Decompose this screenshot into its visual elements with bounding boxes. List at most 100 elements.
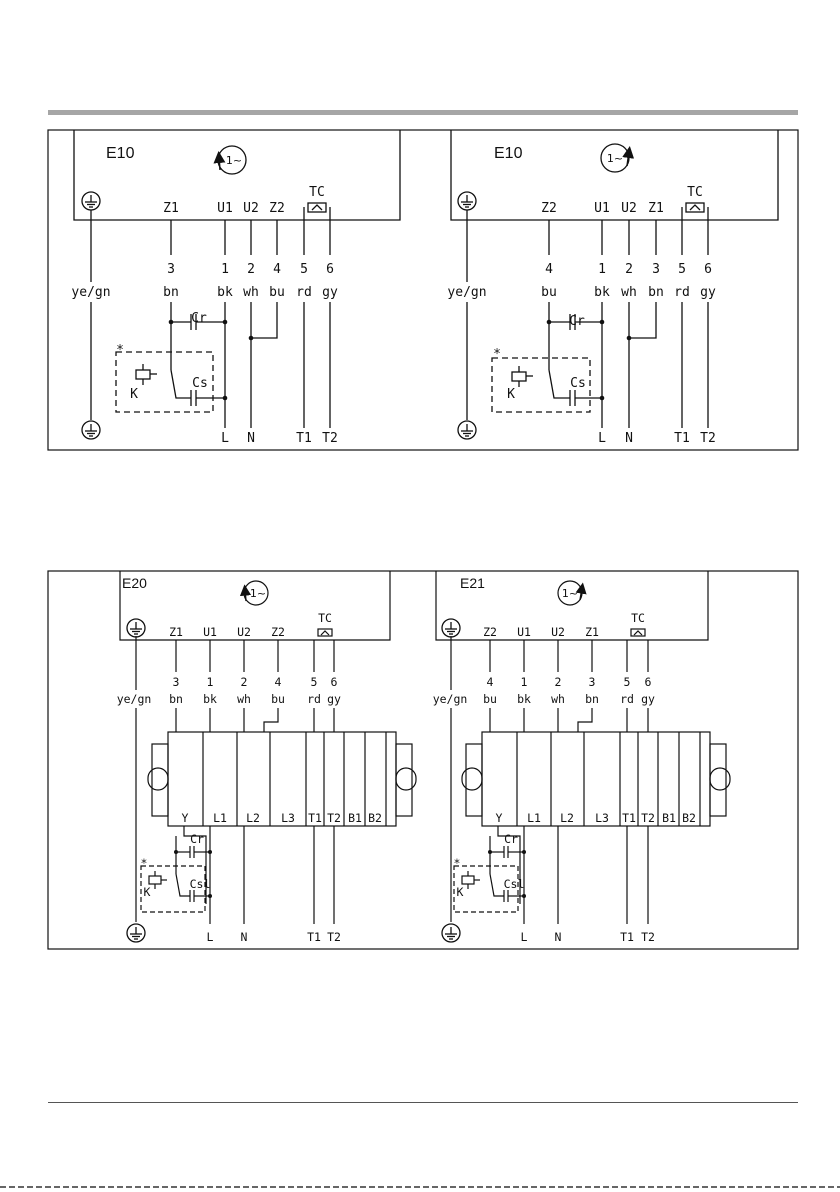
- p2-right-dots: [488, 850, 526, 898]
- p1l-n1: 1: [221, 262, 229, 277]
- p1l-n2: 2: [247, 262, 255, 277]
- p1r-b3: T2: [700, 431, 716, 446]
- p2-left-motor-label: 1~: [250, 587, 266, 600]
- p2r-w1: bu: [483, 692, 497, 706]
- p2-left-earth-top: [126, 618, 146, 638]
- p1l-t4: TC: [309, 185, 325, 200]
- p2-left-dots: [174, 850, 212, 898]
- p2l-blk7: B2: [368, 811, 382, 825]
- p1r-w0: ye/gn: [447, 285, 486, 300]
- p2r-csi: Csl: [504, 877, 525, 891]
- p2l-blk4: T1: [308, 811, 322, 825]
- p1l-cs: Cs: [192, 376, 208, 391]
- p2l-csi: Csl: [190, 877, 211, 891]
- p2l-w4: bu: [271, 692, 285, 706]
- p1r-b2: T1: [674, 431, 690, 446]
- p2l-blk1: L1: [213, 811, 227, 825]
- p2r-blk2: L2: [560, 811, 574, 825]
- p2-right-rotation-icon: [575, 582, 587, 601]
- p2l-b0: L: [207, 930, 214, 944]
- p1r-t0: Z2: [541, 201, 557, 216]
- p2l-w5: rd: [307, 692, 321, 706]
- p2l-n1: 1: [207, 675, 214, 689]
- p1r-n2: 2: [625, 262, 633, 277]
- p1l-b2: T1: [296, 431, 312, 446]
- p1-right-earth-bottom: [457, 420, 477, 440]
- p2r-t3: Z1: [585, 625, 599, 639]
- p1l-w5: rd: [296, 285, 312, 300]
- p1r-n3: 3: [652, 262, 660, 277]
- page-edge-dashes: [0, 1186, 840, 1188]
- p2r-star: *: [454, 856, 461, 870]
- p2l-blk5: T2: [327, 811, 341, 825]
- p1l-w6: gy: [322, 285, 338, 300]
- p1r-t3: Z1: [648, 201, 664, 216]
- p1-right-rotation-icon: [622, 146, 635, 167]
- p2l-blk2: L2: [246, 811, 260, 825]
- p2l-b3: T2: [327, 930, 341, 944]
- p2r-w2: bk: [517, 692, 531, 706]
- p2l-blk0: Y: [182, 811, 189, 825]
- p1r-t1: U1: [594, 201, 610, 216]
- p1-right-title: E10: [494, 145, 523, 162]
- p1l-w4: bu: [269, 285, 285, 300]
- p1l-star: *: [116, 343, 124, 358]
- p1r-cs: Cs: [570, 376, 586, 391]
- p1r-t2: U2: [621, 201, 637, 216]
- p1r-n0: 4: [545, 262, 553, 277]
- p2l-t4: TC: [318, 611, 332, 625]
- p2l-n5: 6: [331, 675, 338, 689]
- p2l-w3: wh: [237, 692, 251, 706]
- p1r-n5: 6: [704, 262, 712, 277]
- p2l-star: *: [141, 856, 148, 870]
- p1r-w6: gy: [700, 285, 716, 300]
- p1-left-dots: [168, 319, 254, 401]
- p1r-w2: bk: [594, 285, 610, 300]
- p2-right-earth-bottom: [441, 923, 461, 943]
- p2r-n0: 4: [487, 675, 494, 689]
- header-rule: [48, 110, 798, 115]
- p2r-blk1: L1: [527, 811, 541, 825]
- p2l-w1: bn: [169, 692, 183, 706]
- p1-left-earth-bottom: [81, 420, 101, 440]
- p1l-w3: wh: [243, 285, 259, 300]
- p1l-w0: ye/gn: [71, 285, 110, 300]
- p1l-k: K: [130, 387, 138, 402]
- p2r-blk6: B1: [662, 811, 676, 825]
- p2r-w6: gy: [641, 692, 655, 706]
- p1l-n4: 5: [300, 262, 308, 277]
- p2-left-rotation-icon: [239, 584, 252, 602]
- p1l-t1: U1: [217, 201, 233, 216]
- p2r-blk3: L3: [595, 811, 609, 825]
- p2-right-title: E21: [460, 575, 485, 591]
- p2r-t2: U2: [551, 625, 565, 639]
- p2r-blk7: B2: [682, 811, 696, 825]
- p2l-n4: 5: [311, 675, 318, 689]
- p1-left-title: E10: [106, 145, 135, 162]
- p2r-w4: bn: [585, 692, 599, 706]
- p1r-w1: bu: [541, 285, 557, 300]
- p2r-t4: TC: [631, 611, 645, 625]
- panel-1-frame: [47, 129, 799, 451]
- p2r-n2: 2: [555, 675, 562, 689]
- p1l-w2: bk: [217, 285, 233, 300]
- p2l-k: K: [144, 885, 151, 899]
- p1-right-earth-top: [457, 191, 477, 211]
- p2l-blk3: L3: [281, 811, 295, 825]
- p2l-t1: U1: [203, 625, 217, 639]
- p2r-w3: wh: [551, 692, 565, 706]
- p1l-t0: Z1: [163, 201, 179, 216]
- panel-2-frame: [47, 570, 799, 950]
- p2r-k: K: [457, 885, 464, 899]
- p2l-t2: U2: [237, 625, 251, 639]
- p2r-cr: Cr: [504, 832, 518, 846]
- p2r-n3: 3: [589, 675, 596, 689]
- p2l-b1: N: [241, 930, 248, 944]
- p1-right-dots: [546, 319, 632, 401]
- p1r-w3: wh: [621, 285, 637, 300]
- p2r-n4: 5: [624, 675, 631, 689]
- p2-right-earth-top: [441, 618, 461, 638]
- p1-left-motor-label: 1~: [226, 154, 242, 167]
- p2-right: [435, 571, 731, 924]
